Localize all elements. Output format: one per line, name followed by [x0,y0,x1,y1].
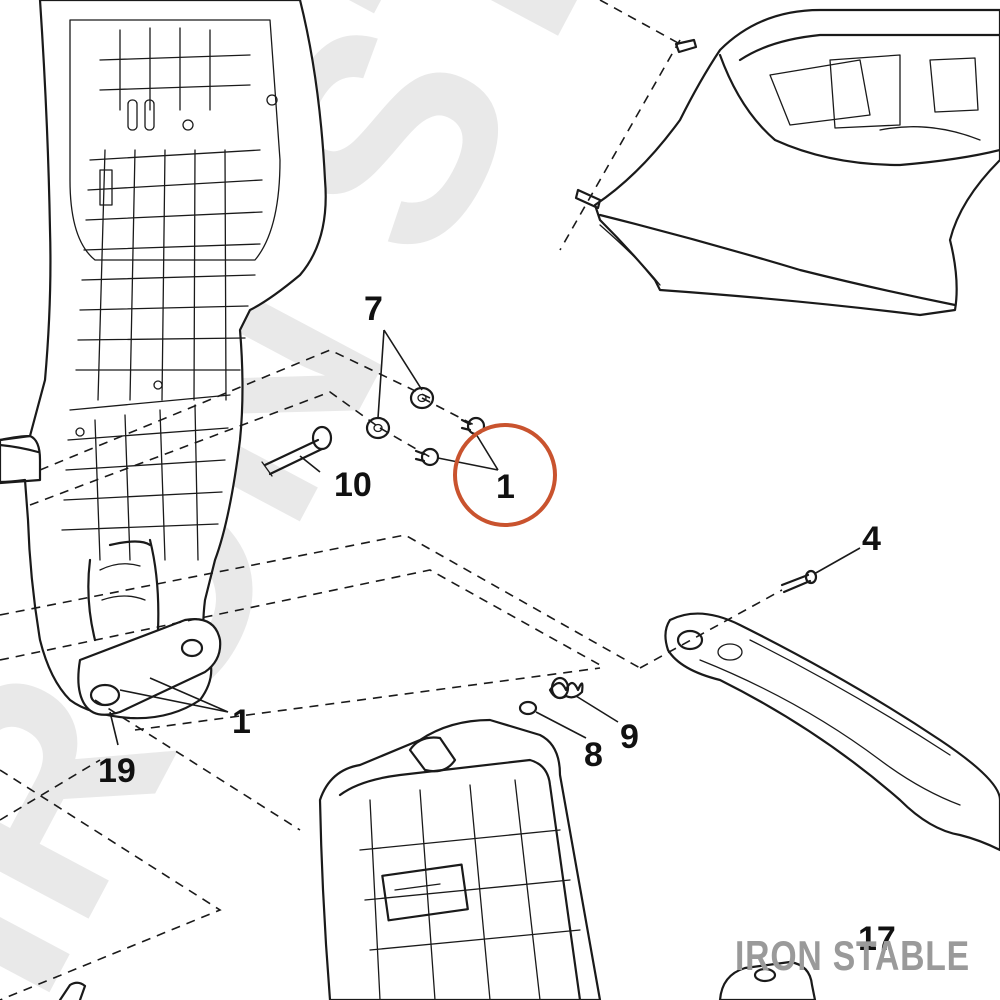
seat-lower-ribs [61,380,231,561]
callout-9: 9 [620,718,639,756]
callout-17: 17 [858,920,896,958]
callout-1-highlighted: 1 [496,468,515,506]
hinge-pin-10 [261,425,333,477]
callout-1-lower: 1 [232,703,251,741]
seat-base-part [0,0,327,720]
spring-9 [548,676,584,700]
storage-tray-part [318,718,602,1000]
callout-10: 10 [334,466,372,504]
screw-1b [414,447,440,467]
pin-bottom-left [58,981,87,1000]
clip-8 [518,700,538,716]
callout-7: 7 [364,290,383,328]
seat-grid-ribs [75,27,278,401]
callout-4: 4 [862,520,881,558]
assembly-dashed-lines [0,0,783,1000]
brand-mark: IRON STABLE [735,932,970,979]
clip-part-17 [718,960,817,1000]
highlight-circle [453,423,557,527]
pin-4 [780,569,818,594]
callout-19: 19 [98,752,136,790]
callout-8: 8 [584,736,603,774]
tail-fender-part [574,8,1000,317]
leader-lines [109,329,861,746]
grab-rail-part [664,612,1000,852]
seat-hinge-bracket [77,538,222,716]
